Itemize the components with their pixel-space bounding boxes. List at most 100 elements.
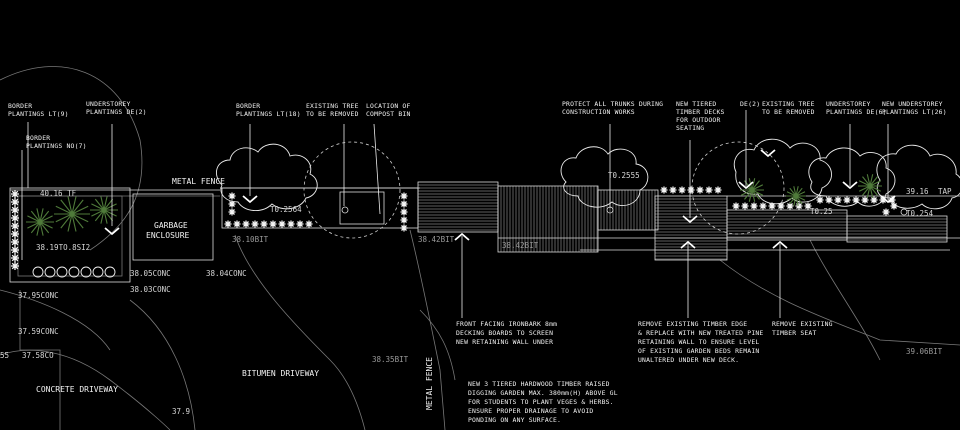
driveway-edge [19, 290, 61, 430]
shrub-symbol [260, 220, 268, 228]
shrub-symbol [400, 200, 408, 208]
shrub-symbol [669, 186, 677, 194]
timber-decks [418, 184, 947, 260]
shrub-symbol [11, 254, 19, 262]
tree-removed-dashed-2 [691, 141, 785, 235]
border-plant-circle [92, 266, 104, 278]
shrub-symbol [228, 192, 236, 200]
shrub-symbol [11, 190, 19, 198]
level-37-58: 37.58CO [22, 351, 54, 360]
shrub-symbol [750, 202, 758, 210]
shrub-symbol [678, 186, 686, 194]
level-38-19: 38.19TO.8SI2 [36, 243, 90, 252]
level-38-42-bit: 38.42BIT [418, 235, 455, 244]
border-plant-circle [68, 266, 80, 278]
planter-bed-left [9, 187, 131, 283]
chevron-down-icon [242, 195, 258, 204]
shrub-symbol [834, 196, 842, 204]
level-t0-254: T0.254 [906, 209, 934, 218]
shrub-symbol [269, 220, 277, 228]
shrub-symbol [11, 246, 19, 254]
chevron-down-icon [842, 181, 858, 190]
label-concrete-driveway: CONCRETE DRIVEWAY [36, 385, 118, 394]
shrub-symbol [242, 220, 250, 228]
shrub-symbol [296, 220, 304, 228]
shrub-symbol [224, 220, 232, 228]
level-37-59: 37.59CONC [18, 327, 59, 336]
label-metal-fence-vertical: METAL FENCE [425, 357, 434, 410]
chevron-down-icon [738, 181, 754, 190]
compost-bin-location [339, 191, 385, 225]
level-t0-2555: T0.2555 [608, 171, 640, 180]
tree-canopy-1 [215, 143, 318, 211]
svg-text:REMOVE EXISTING TIMBER EDGE& R: REMOVE EXISTING TIMBER EDGE& REPLACE WIT… [638, 320, 763, 364]
shrub-symbol [696, 186, 704, 194]
tree-removed-symbol-1 [341, 206, 349, 214]
chevron-down-icon [880, 195, 896, 204]
border-plant-circle [80, 266, 92, 278]
arrow-markers [104, 149, 896, 249]
shrub-symbol [233, 220, 241, 228]
chevron-up-icon [680, 240, 696, 249]
level-37-9: 37.9 [172, 407, 190, 416]
deck-section-3 [597, 189, 659, 231]
border-plant-circle [104, 266, 116, 278]
understorey-plant-symbol [90, 196, 118, 224]
canopy-outline-left [0, 66, 143, 251]
shrub-symbol [732, 202, 740, 210]
shrub-symbol [11, 238, 19, 246]
understorey-plant-symbol [26, 208, 54, 236]
shrub-symbol [228, 208, 236, 216]
canopy-outline-lower [0, 289, 111, 351]
level-38-04: 38.04CONC [206, 269, 247, 278]
svg-text:NEW 3 TIERED HARDWOOD TIMBER R: NEW 3 TIERED HARDWOOD TIMBER RAISEDDIGGI… [468, 380, 618, 424]
chevron-down-icon [104, 227, 120, 236]
shrub-symbol [741, 202, 749, 210]
shrub-symbol [11, 222, 19, 230]
border-plant-circle [56, 266, 68, 278]
leader-compost-bin [373, 123, 381, 215]
deck-section-6 [846, 215, 948, 243]
shrub-symbol [11, 206, 19, 214]
shrub-symbol [400, 224, 408, 232]
shrub-symbol [11, 214, 19, 222]
tap-symbol [900, 208, 908, 216]
label-metal-fence: METAL FENCE [172, 177, 225, 186]
tree-removed-dashed-1 [303, 141, 401, 239]
shrub-symbol [852, 196, 860, 204]
shrub-symbol [825, 196, 833, 204]
chevron-down-icon [760, 149, 776, 158]
level-t0-25: T0.25 [810, 207, 833, 216]
shrub-symbol [768, 202, 776, 210]
level-38-42-bit-2: 38.42BIT [502, 241, 539, 250]
shrub-symbol [11, 230, 19, 238]
shrub-symbol [890, 202, 898, 210]
border-plant-circle [44, 266, 56, 278]
level-55: 55 [0, 351, 9, 360]
lower-boundary [719, 259, 960, 346]
planter-bed-inner [17, 195, 123, 277]
shrub-symbol [287, 220, 295, 228]
shrub-symbol [777, 202, 785, 210]
shrub-symbol [861, 196, 869, 204]
level-38-03: 38.03CONC [130, 285, 171, 294]
